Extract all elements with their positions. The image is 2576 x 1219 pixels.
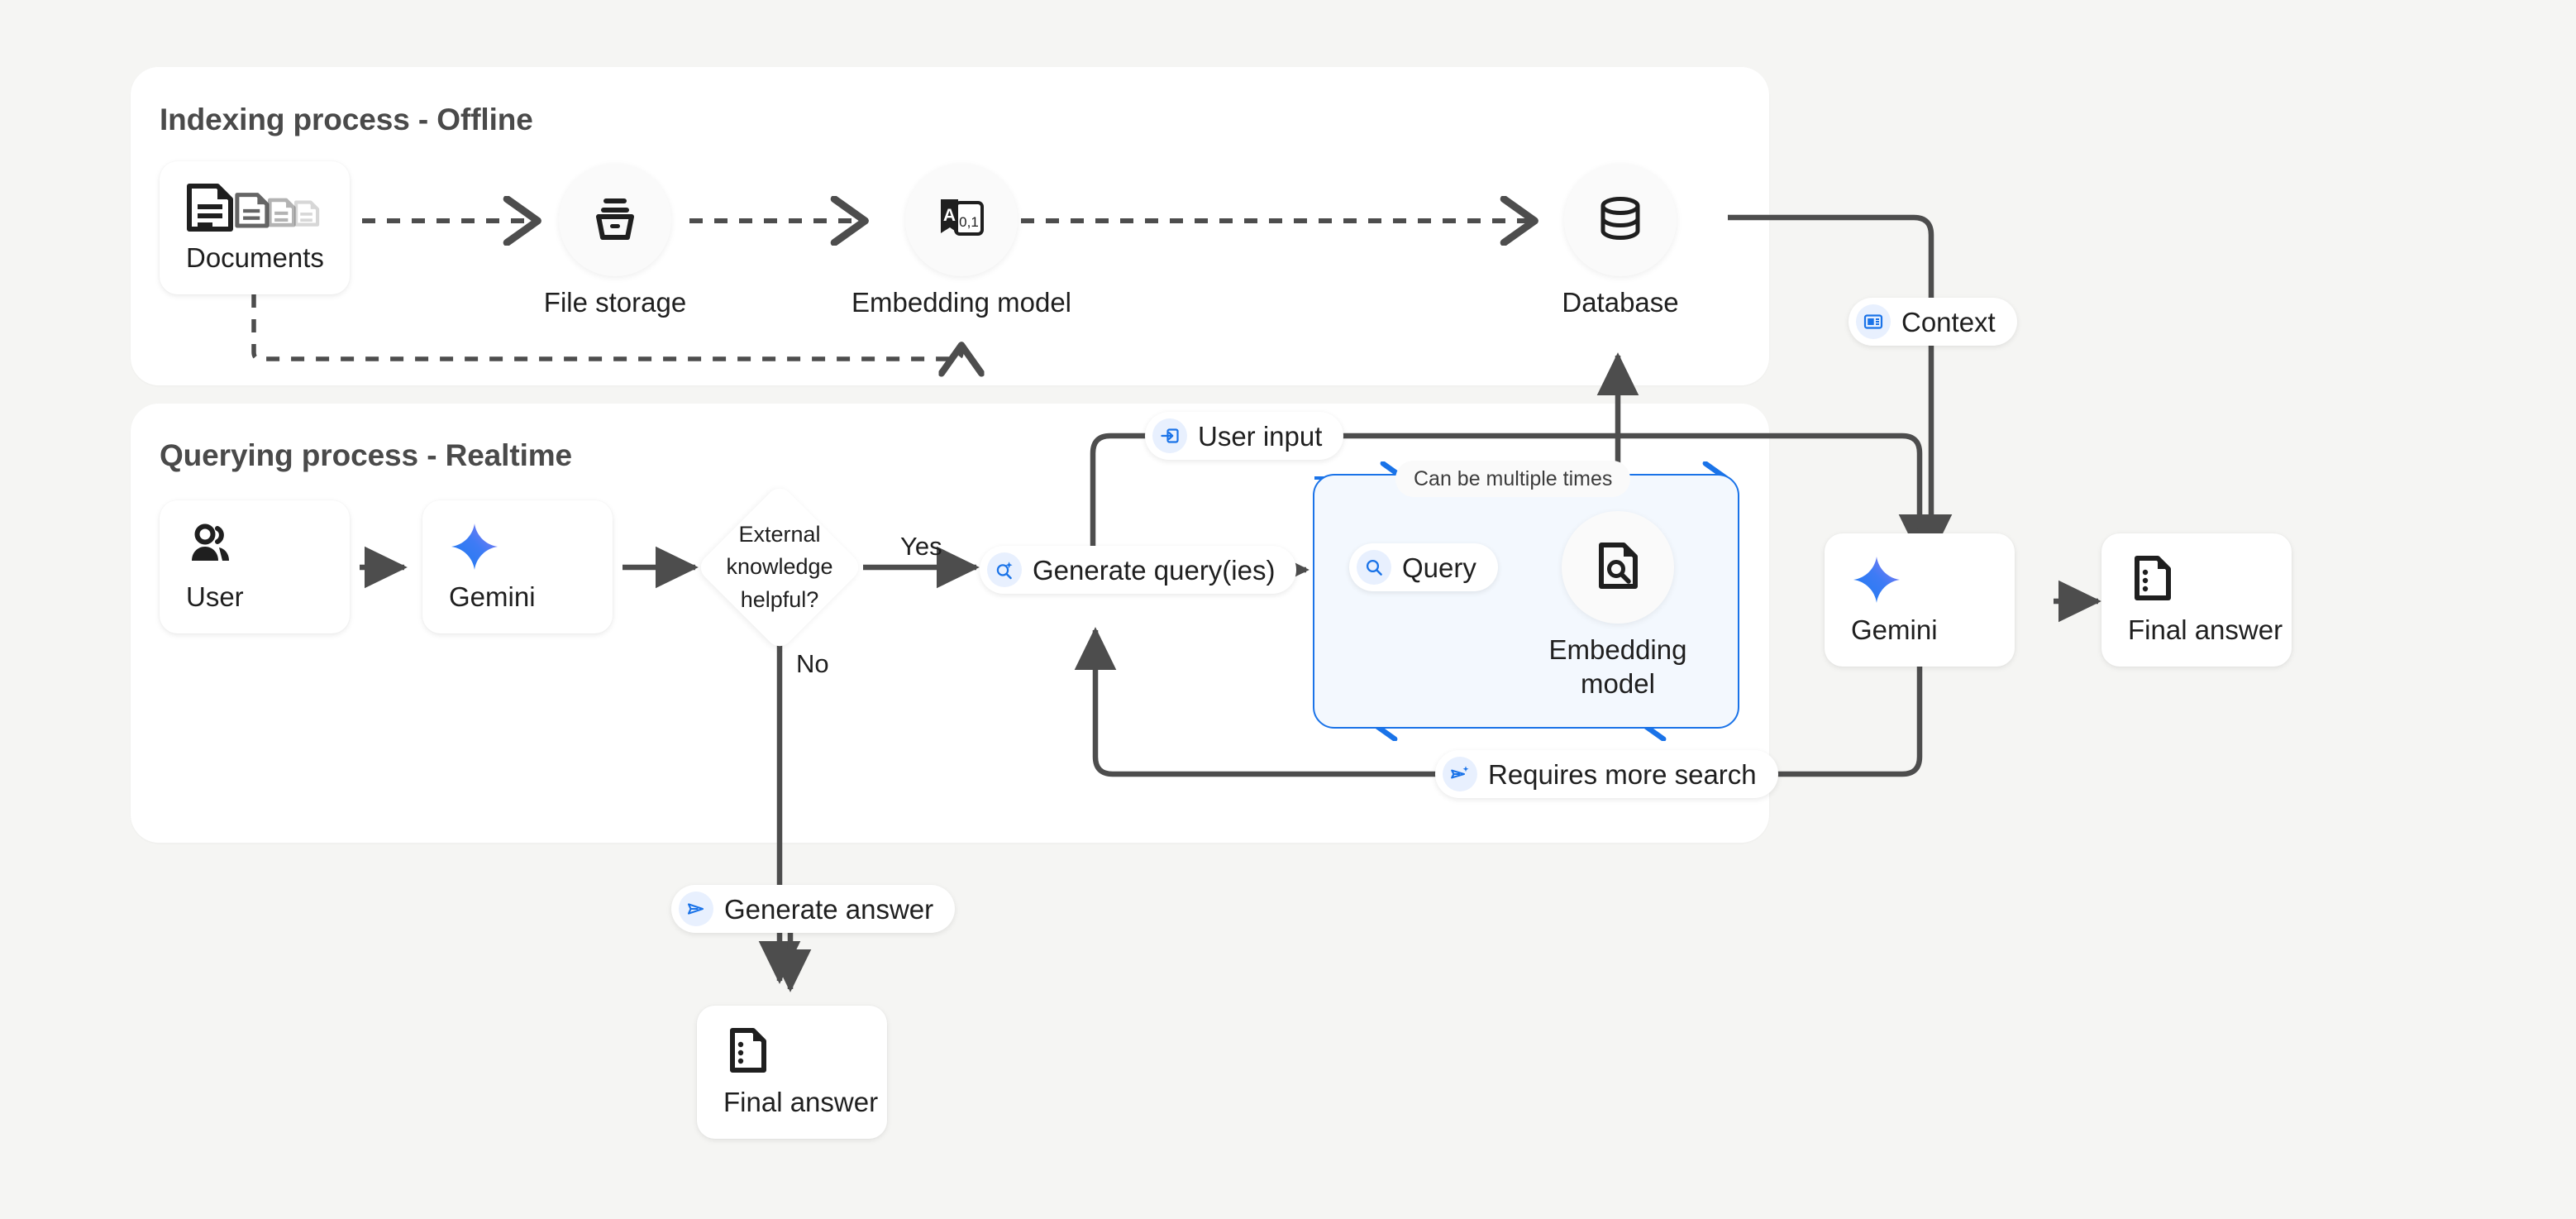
node-user-label: User: [186, 581, 244, 613]
node-gemini-right-label: Gemini: [1851, 614, 1938, 646]
node-gemini-left[interactable]: Gemini: [422, 500, 613, 633]
text-to-vector-icon: 0,1 A: [936, 194, 987, 246]
node-decision-external-knowledge[interactable]: External knowledge helpful?: [695, 483, 864, 652]
node-database-label: Database: [1562, 287, 1679, 318]
node-user[interactable]: User: [160, 500, 350, 633]
gemini-sparkle-icon: [449, 521, 613, 572]
badge-context[interactable]: Context: [1849, 298, 2017, 346]
badge-query-label: Query: [1402, 552, 1476, 583]
badge-generate-answer[interactable]: Generate answer: [671, 885, 956, 933]
badge-generate-queries[interactable]: Generate query(ies): [980, 546, 1297, 594]
badge-context-label: Context: [1901, 306, 1996, 337]
send-sparkle-icon: [1443, 757, 1477, 791]
badge-user-input[interactable]: User input: [1145, 412, 1344, 460]
label-can-be-multiple-times: Can be multiple times: [1395, 461, 1631, 497]
user-group-icon: [186, 521, 350, 572]
node-embedding-model-indexing-label: Embedding model: [852, 287, 1071, 318]
database-icon: [1596, 194, 1644, 246]
decision-line-1: External: [738, 522, 821, 547]
file-storage-icon: [591, 194, 639, 246]
answer-document-icon: [2128, 554, 2292, 605]
context-article-icon: [1856, 304, 1891, 339]
can-be-multiple-times-text: Can be multiple times: [1414, 466, 1613, 490]
indexing-panel-title: Indexing process - Offline: [160, 103, 533, 136]
badge-requires-more-search[interactable]: Requires more search: [1435, 750, 1778, 798]
document-search-icon: [1594, 542, 1642, 594]
input-arrow-icon: [1152, 418, 1187, 453]
badge-user-input-label: User input: [1198, 420, 1323, 452]
svg-text:0,1: 0,1: [959, 214, 979, 230]
search-icon: [1357, 550, 1391, 585]
svg-text:A: A: [943, 206, 956, 225]
querying-panel-title: Querying process - Realtime: [160, 438, 573, 472]
badge-generate-queries-label: Generate query(ies): [1033, 554, 1276, 586]
send-icon: [679, 892, 713, 926]
node-gemini-left-label: Gemini: [449, 581, 536, 613]
decision-line-3: helpful?: [740, 586, 819, 612]
node-file-storage[interactable]: [559, 164, 671, 276]
decision-text-block: External knowledge helpful?: [685, 508, 875, 627]
answer-document-icon: [723, 1026, 887, 1078]
edge-label-no: No: [796, 649, 829, 678]
node-embedding-model-query-label: Embedding model: [1523, 633, 1713, 701]
badge-requires-more-search-label: Requires more search: [1488, 758, 1757, 790]
edge-label-yes: Yes: [900, 532, 942, 561]
badge-generate-answer-label: Generate answer: [724, 893, 934, 925]
node-file-storage-label: File storage: [543, 287, 687, 318]
node-database[interactable]: [1564, 164, 1677, 276]
gemini-sparkle-icon: [1851, 554, 2015, 605]
decision-line-2: knowledge: [726, 554, 833, 580]
node-final-answer-bottom-label: Final answer: [723, 1087, 879, 1118]
node-embedding-model-indexing[interactable]: 0,1 A: [905, 164, 1018, 276]
node-final-answer-right[interactable]: Final answer: [2101, 533, 2292, 667]
node-final-answer-bottom[interactable]: Final answer: [697, 1006, 887, 1139]
embedding-model-query-line-2: model: [1581, 668, 1655, 700]
node-final-answer-right-label: Final answer: [2128, 614, 2283, 646]
embedding-model-query-line-1: Embedding: [1548, 634, 1687, 665]
node-embedding-model-query[interactable]: [1562, 511, 1674, 624]
loop-box-retrieval: [1313, 474, 1739, 729]
node-documents-label: Documents: [186, 242, 324, 274]
search-sparkle-icon: [987, 552, 1022, 587]
documents-icon: [186, 182, 350, 233]
badge-query[interactable]: Query: [1349, 543, 1498, 591]
node-documents[interactable]: Documents: [160, 161, 350, 294]
node-gemini-right[interactable]: Gemini: [1825, 533, 2015, 667]
